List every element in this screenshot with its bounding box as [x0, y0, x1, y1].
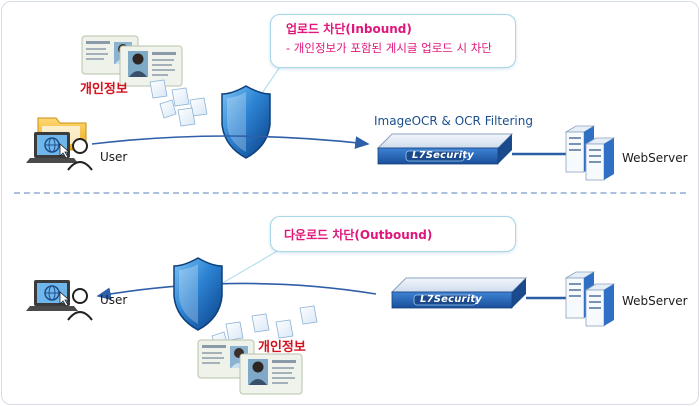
outbound-appliance-logo: L7Security [420, 294, 483, 305]
section-divider [14, 192, 686, 194]
inbound-server-label: WebServer [622, 151, 688, 165]
callout-pointer [213, 245, 287, 289]
document-icon [211, 305, 318, 351]
user-computer-icon [26, 280, 93, 321]
id-card-icon [119, 45, 183, 87]
outbound-server-label: WebServer [622, 294, 688, 308]
inbound-pii-label: 개인정보 [80, 82, 128, 97]
outbound-pii-label: 개인정보 [258, 340, 306, 355]
inbound-user-label: User [100, 150, 128, 164]
document-icon [149, 79, 208, 127]
server-icon [564, 125, 616, 181]
id-card-icon [239, 353, 303, 395]
security-appliance-icon [390, 277, 528, 309]
shield-icon [173, 257, 223, 331]
outbound-flow-arrow [96, 282, 377, 301]
inbound-flow-arrow [91, 135, 370, 149]
inbound-appliance-logo: L7Security [412, 150, 475, 161]
filter-label: ImageOCR & OCR Filtering [374, 114, 533, 128]
outbound-callout [270, 216, 516, 252]
shield-icon [221, 85, 271, 159]
server-icon [564, 271, 616, 327]
security-appliance-icon [376, 133, 514, 165]
inbound-callout-item: - 개인정보가 포함된 게시글 업로드 시 차단 [286, 41, 492, 55]
user-computer-icon [26, 132, 93, 171]
inbound-callout [270, 14, 516, 68]
outbound-user-label: User [100, 293, 128, 307]
inbound-callout-title: 업로드 차단(Inbound) [286, 22, 412, 36]
outbound-callout-title: 다운로드 차단(Outbound) [284, 228, 433, 242]
